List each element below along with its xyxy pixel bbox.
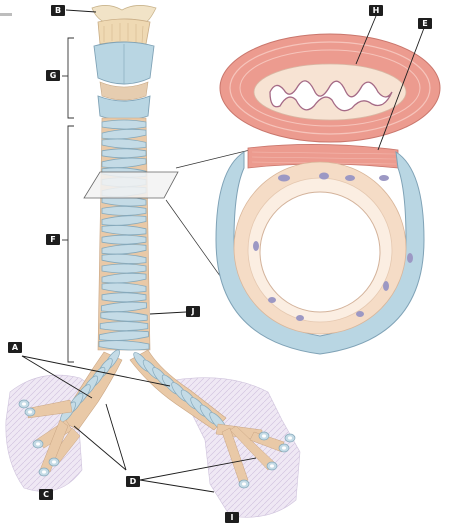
tracheal-ring — [101, 244, 147, 255]
label-c-text: C — [43, 490, 49, 499]
label-e: E — [418, 18, 432, 29]
tracheal-ring — [101, 119, 147, 130]
label-j: J — [186, 306, 200, 317]
corner-mark — [0, 13, 12, 16]
tracheal-ring — [101, 215, 147, 226]
tracheal-ring — [100, 311, 148, 322]
bronchiole-lumen — [42, 470, 46, 474]
bronchi — [18, 349, 296, 489]
tracheal-ring — [101, 128, 147, 140]
bronchiole-lumen — [52, 460, 56, 464]
tracheal-ring — [101, 138, 147, 149]
label-b: B — [51, 5, 65, 16]
label-a: A — [8, 342, 22, 353]
label-d: D — [126, 476, 140, 487]
tracheal-ring — [99, 321, 149, 331]
tracheal-ring — [101, 206, 147, 216]
bronchiole-lumen — [262, 434, 266, 438]
label-g-text: G — [50, 71, 57, 80]
bronchiole-lumen — [282, 446, 286, 450]
label-j-text: J — [191, 307, 195, 316]
label-i-text: I — [231, 513, 234, 522]
bracket-g — [62, 37, 74, 119]
bronchiole-lumen — [28, 410, 32, 414]
label-i: I — [225, 512, 239, 523]
tracheal-ring — [98, 340, 150, 351]
tracheal-ring — [101, 148, 147, 159]
label-g: G — [46, 70, 60, 81]
bronchiole-lumen — [242, 482, 246, 486]
label-b-text: B — [55, 6, 61, 15]
label-f: F — [46, 234, 60, 245]
tracheal-ring — [101, 292, 147, 303]
label-d-text: D — [130, 477, 137, 486]
label-c: C — [39, 489, 53, 500]
label-h-text: H — [373, 6, 380, 15]
trachea — [97, 117, 151, 351]
tracheal-ring — [101, 282, 147, 293]
label-a-text: A — [12, 343, 19, 352]
bronchiole-lumen — [270, 464, 274, 468]
label-h: H — [369, 5, 383, 16]
label-e-text: E — [422, 19, 427, 28]
label-f-text: F — [50, 235, 55, 244]
esophagus-cross-section — [219, 33, 441, 143]
bronchiole-lumen — [36, 442, 40, 446]
tracheal-ring — [101, 234, 147, 245]
leader-lines — [21, 9, 425, 493]
tracheal-ring — [101, 225, 147, 236]
trachea-cross-section — [215, 144, 425, 355]
bracket-f — [62, 125, 74, 363]
bronchiole-lumen — [22, 402, 26, 406]
tracheal-ring — [101, 157, 147, 169]
tracheal-ring — [101, 272, 147, 284]
tracheal-ring — [101, 253, 147, 264]
larynx — [91, 5, 157, 121]
bronchiole-lumen — [288, 436, 292, 440]
tracheal-ring — [101, 263, 147, 274]
